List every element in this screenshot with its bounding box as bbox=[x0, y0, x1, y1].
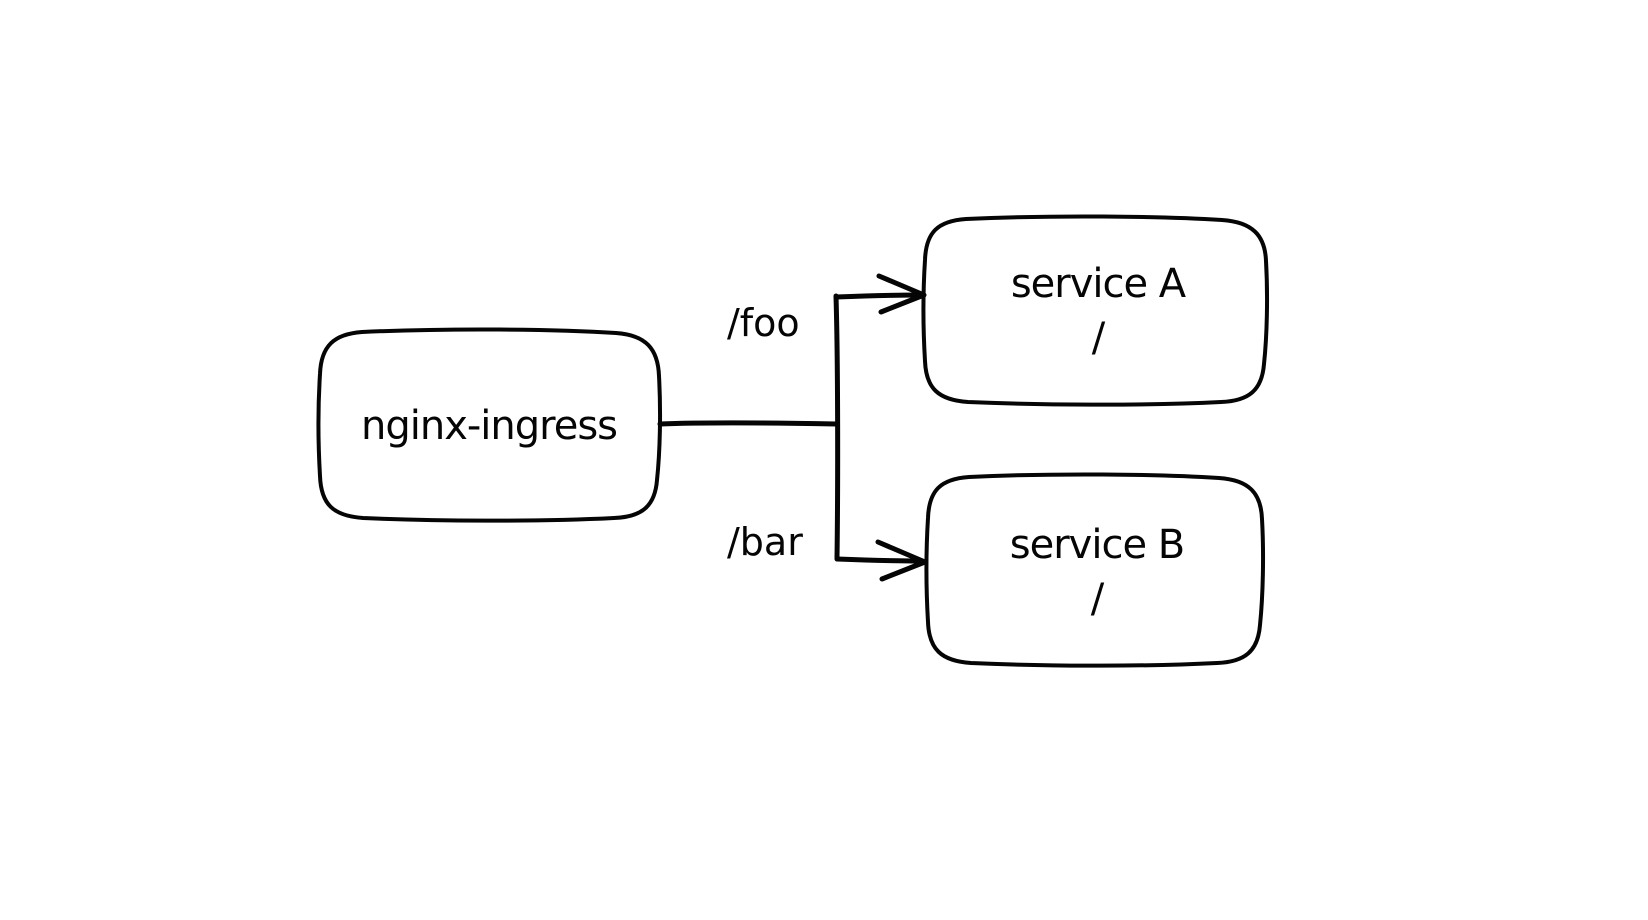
edge-bar-line bbox=[834, 556, 924, 564]
node-service-b: service B / bbox=[924, 472, 1266, 668]
edge-bar-label: /bar bbox=[727, 520, 803, 564]
node-service-b-box bbox=[924, 472, 1266, 668]
node-service-b-path-label: / bbox=[1091, 576, 1105, 622]
node-service-a-label: service A bbox=[1011, 261, 1187, 307]
node-nginx-ingress-label: nginx-ingress bbox=[361, 403, 617, 449]
node-service-a-box bbox=[921, 214, 1270, 407]
edge-foo-arrowhead-icon bbox=[876, 273, 927, 315]
node-service-a: service A / bbox=[921, 214, 1270, 407]
edge-foo: /foo bbox=[727, 273, 927, 345]
edge-bar-arrowhead-icon bbox=[875, 539, 928, 582]
edge-foo-line bbox=[833, 292, 923, 300]
node-nginx-ingress-box bbox=[316, 327, 663, 523]
edge-bar: /bar bbox=[727, 520, 928, 582]
node-service-a-path-label: / bbox=[1092, 315, 1106, 361]
connector-vertical-line bbox=[833, 293, 841, 561]
connector-main-line bbox=[657, 420, 839, 427]
edge-foo-label: /foo bbox=[727, 301, 800, 345]
node-nginx-ingress: nginx-ingress bbox=[316, 327, 663, 523]
node-service-b-label: service B bbox=[1010, 522, 1184, 568]
connector-trunk bbox=[657, 293, 841, 561]
